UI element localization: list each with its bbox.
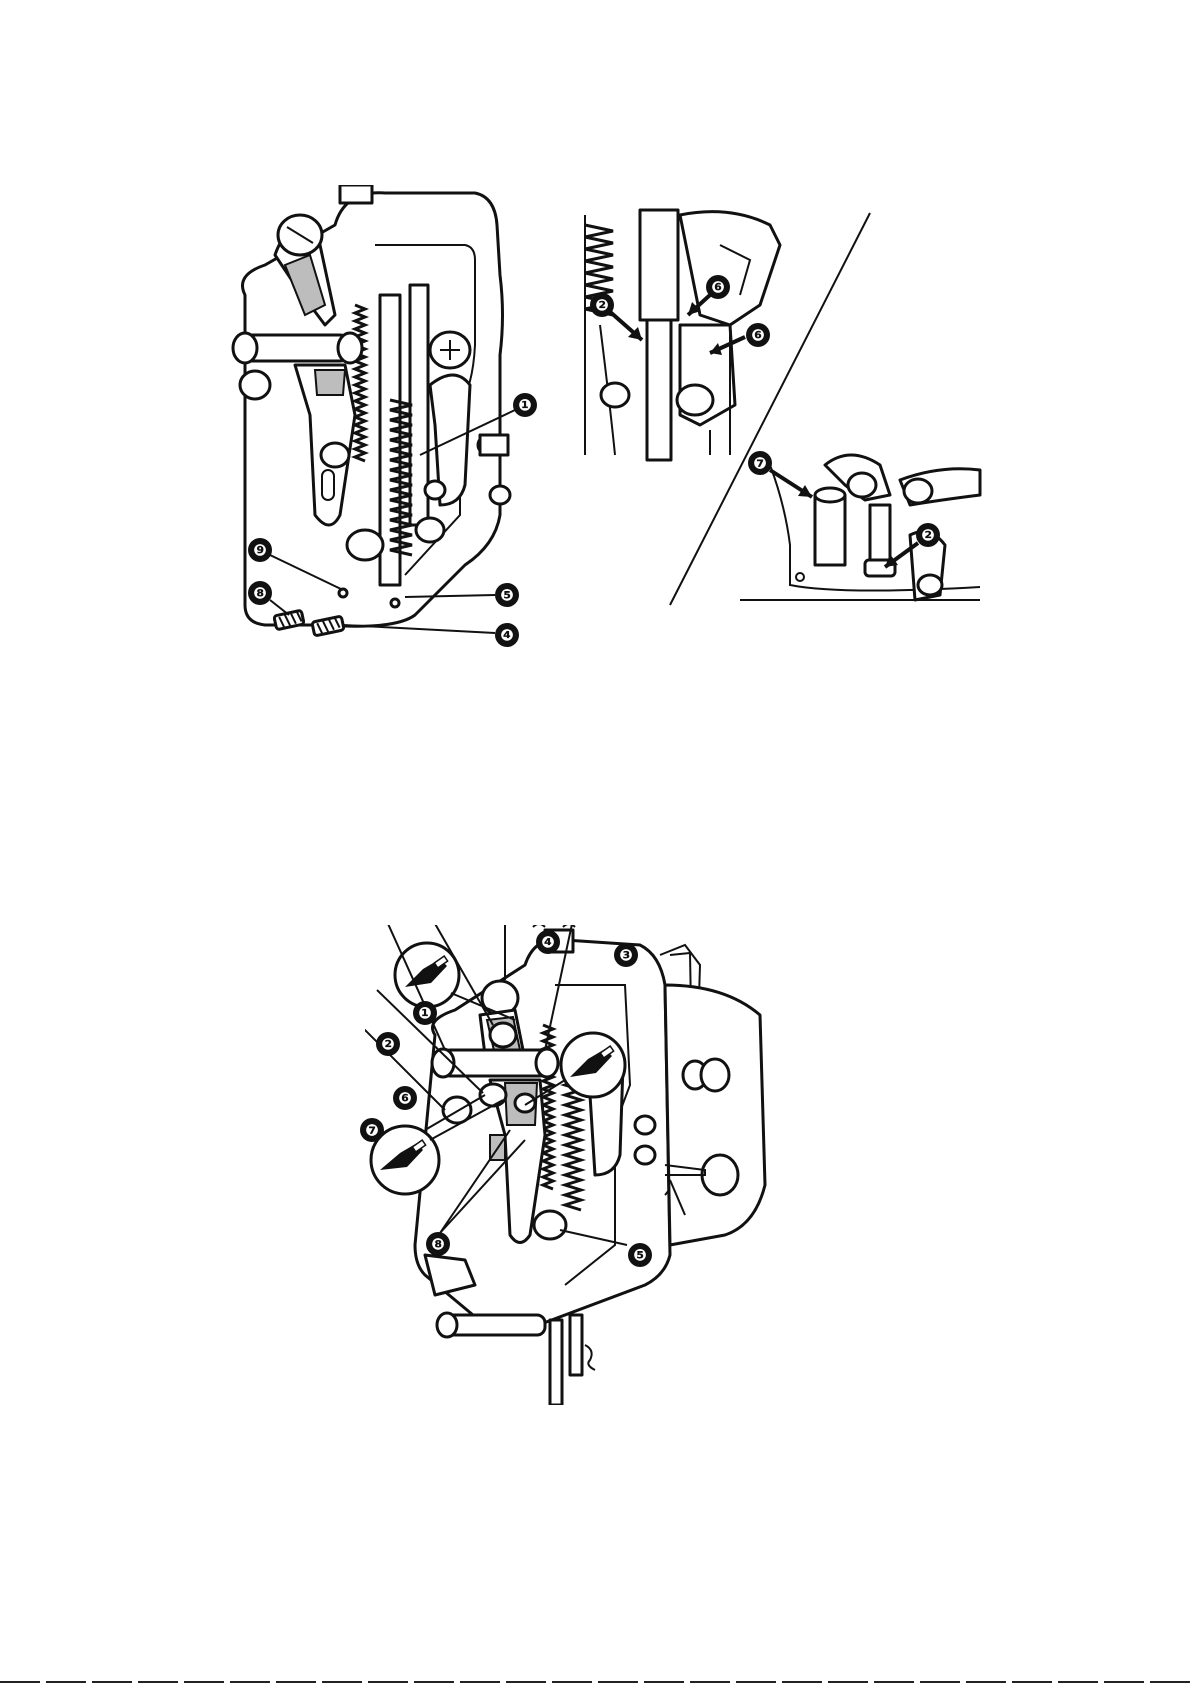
screw-1 bbox=[490, 1023, 516, 1047]
presser-bar-2 bbox=[647, 320, 671, 460]
svg-text:❺: ❺ bbox=[500, 586, 514, 605]
bottom-bar bbox=[550, 1320, 562, 1405]
callout-9: ❾ bbox=[248, 538, 272, 562]
lower-inset: ❼ ❷ bbox=[740, 451, 980, 600]
svg-text:❹: ❹ bbox=[500, 626, 514, 645]
upper-inset: ❷ ❻ ❻ bbox=[585, 210, 780, 460]
svg-text:❻: ❻ bbox=[751, 326, 765, 345]
callout-6b: ❻ bbox=[746, 323, 770, 347]
side-cover bbox=[665, 985, 765, 1245]
callout-5: ❺ bbox=[495, 583, 519, 607]
inset-pin-7 bbox=[815, 495, 845, 565]
small-ball-5 bbox=[391, 599, 399, 607]
shaft-end-3 bbox=[536, 1049, 558, 1077]
top-boss bbox=[340, 185, 372, 203]
side-screw bbox=[240, 371, 270, 399]
small-ball-9 bbox=[339, 589, 347, 597]
callout-1: ❶ bbox=[513, 393, 537, 417]
lower-screw bbox=[347, 530, 383, 560]
callout-7: ❼ bbox=[748, 451, 772, 475]
callout-8: ❽ bbox=[248, 581, 272, 605]
svg-text:❾: ❾ bbox=[253, 541, 267, 560]
inset-bar-upper bbox=[640, 210, 678, 320]
svg-text:❼: ❼ bbox=[753, 454, 767, 473]
svg-text:❻: ❻ bbox=[711, 278, 725, 297]
lower-shaft bbox=[445, 1315, 545, 1335]
screw-5 bbox=[534, 1211, 566, 1239]
bracket-pad bbox=[315, 370, 345, 395]
callout-2a: ❷ bbox=[590, 293, 614, 317]
figure-top-right: ❷ ❻ ❻ ❼ ❷ bbox=[580, 205, 985, 660]
svg-text:❷: ❷ bbox=[921, 526, 935, 545]
leader-4 bbox=[343, 625, 495, 633]
svg-text:❷: ❷ bbox=[595, 296, 609, 315]
top-left-illustration: ❶ ❾ ❽ ❺ ❹ bbox=[225, 185, 555, 690]
callout-4: ❹ bbox=[495, 623, 519, 647]
bottom-illustration bbox=[365, 925, 815, 1405]
svg-text:❽: ❽ bbox=[253, 584, 267, 603]
callout-6a: ❻ bbox=[706, 275, 730, 299]
figure-top-left: ❶ ❾ ❽ ❺ ❹ bbox=[225, 185, 555, 690]
top-right-illustration: ❷ ❻ ❻ ❼ ❷ bbox=[580, 205, 985, 660]
callout-2b: ❷ bbox=[916, 523, 940, 547]
shaft-2 bbox=[440, 1050, 550, 1076]
svg-text:❶: ❶ bbox=[518, 396, 532, 415]
figure-bottom bbox=[365, 925, 815, 1405]
bracket-screw bbox=[321, 443, 349, 467]
presser-bar-2b bbox=[870, 505, 890, 565]
page-bottom-rule bbox=[0, 1680, 1192, 1685]
